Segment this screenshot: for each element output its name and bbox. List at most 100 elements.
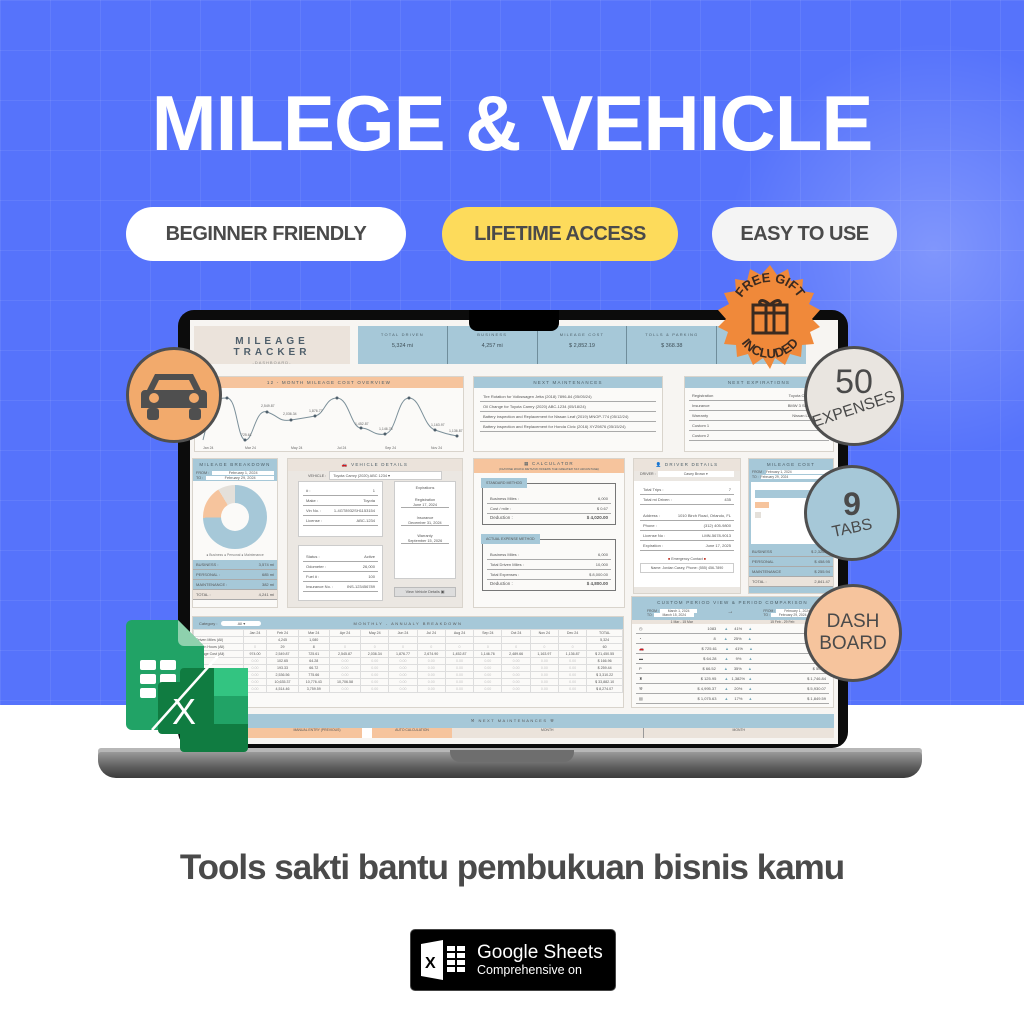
svg-text:X: X bbox=[172, 691, 196, 732]
column-header: Mar 24 bbox=[297, 629, 330, 637]
compare-from-b[interactable]: February 1, 2024 bbox=[776, 609, 819, 613]
driver-total-miles: Total mi Driven :435 bbox=[640, 495, 734, 505]
category-select[interactable]: All ▾ bbox=[221, 620, 262, 626]
comparison-title: CUSTOM PERIOD VIEW & PERIOD COMPARISON bbox=[632, 597, 833, 608]
svg-text:May 24: May 24 bbox=[291, 446, 303, 450]
car-icon bbox=[141, 374, 207, 420]
cost-overview-panel: 12 - MONTH MILEAGE COST OVERVIEW 2,549.8… bbox=[194, 376, 464, 452]
sheets-subtitle: Comprehensive on bbox=[477, 963, 582, 977]
next-expirations-title: NEXT EXPIRATIONS bbox=[685, 377, 833, 388]
bottom-maintenance-title: ⚒ NEXT MAINTENANCES ⚒ bbox=[192, 714, 834, 728]
breakdown-from-date[interactable]: February 1, 2024 bbox=[212, 471, 274, 475]
pill-beginner-friendly: BEGINNER FRIENDLY bbox=[126, 207, 406, 261]
column-header: Jun 24 bbox=[388, 629, 418, 637]
monthly-breakdown-panel: Category : All ▾ MONTHLY - ANNUALY BREAK… bbox=[192, 616, 624, 708]
compare-from-a[interactable]: March 1, 2024 bbox=[659, 609, 698, 613]
cost-to-date[interactable]: February 29, 2024 bbox=[760, 475, 830, 479]
svg-text:2,549.87: 2,549.87 bbox=[261, 404, 275, 408]
column-header: Sep 24 bbox=[473, 629, 503, 637]
column-header: Oct 24 bbox=[501, 629, 531, 637]
comparison-row: ⚒$ 4,995.37 ▲ 20% ▲ $ 5,930.07 bbox=[636, 684, 829, 694]
column-header: TOTAL bbox=[586, 629, 623, 637]
svg-text:Mar 24: Mar 24 bbox=[245, 446, 256, 450]
svg-text:1,876.77: 1,876.77 bbox=[309, 409, 323, 413]
period-comparison-panel: CUSTOM PERIOD VIEW & PERIOD COMPARISON F… bbox=[631, 596, 834, 708]
sheets-excel-logo: X bbox=[122, 620, 248, 752]
standard-method-box: STANDARD METHOD Business Miles :6,000 Co… bbox=[481, 478, 616, 525]
compare-to-a[interactable]: March 15, 2024 bbox=[654, 613, 695, 617]
svg-text:1,452.87: 1,452.87 bbox=[355, 422, 369, 426]
mileage-cost-title: MILEAGE COST bbox=[749, 459, 833, 470]
comparison-row: ▤$ 1,075.63 ▲ 17% ▲ $ 1,849.59 bbox=[636, 694, 829, 704]
driver-details-panel: 👤 DRIVER DETAILS DRIVER :Casey Brown ▾ T… bbox=[633, 458, 741, 594]
vehicle-select[interactable]: Toyota Camry (2020) ABC 1234 ▾ bbox=[329, 471, 442, 480]
spreadsheet-icon: X bbox=[421, 940, 465, 980]
svg-text:Nov 24: Nov 24 bbox=[431, 446, 442, 450]
pill-lifetime-access: LIFETIME ACCESS bbox=[442, 207, 678, 261]
calculator-panel: ▦ CALCULATOR(choose which method offers … bbox=[473, 458, 625, 608]
comparison-row: ◷1083 ▲ 41% ▲ 1827 bbox=[636, 624, 829, 634]
business-miles-input[interactable]: 6,000 bbox=[597, 496, 608, 501]
next-maintenance-panel: NEXT MAINTENANCES Tire Rotation for Volk… bbox=[473, 376, 663, 452]
cost-overview-title: 12 - MONTH MILEAGE COST OVERVIEW bbox=[195, 377, 463, 388]
hero-title: MILEGE & VEHICLE bbox=[151, 79, 874, 167]
svg-text:Sep 24: Sep 24 bbox=[385, 446, 396, 450]
svg-text:1,163.97: 1,163.97 bbox=[431, 423, 445, 427]
breakdown-row-total: TOTAL :4,241 mi bbox=[193, 590, 277, 600]
svg-text:X: X bbox=[425, 955, 436, 972]
brand-subtitle: -DASHBOARD- bbox=[252, 360, 292, 365]
brand-title: MILEAGE TRACKER bbox=[233, 336, 311, 358]
cost-from-date[interactable]: February 1, 2024 bbox=[765, 470, 830, 474]
breakdown-row-maintenance: MAINTENANCE :382 mi bbox=[193, 580, 277, 590]
cost-line-chart: 2,549.872,036.341,876.77725.611,452.871,… bbox=[202, 396, 463, 450]
laptop-notch bbox=[469, 310, 559, 331]
driver-total-trips: Total Trips :7 bbox=[640, 485, 734, 495]
column-header: Jul 24 bbox=[416, 629, 446, 637]
maintenance-item: Battery inspection and Replacement for N… bbox=[480, 412, 656, 422]
column-header: Nov 24 bbox=[529, 629, 559, 637]
comparison-row: ◔8 ▲ 25% ▲ 10 bbox=[636, 634, 829, 644]
maintenance-item: Tire Rotation for Volkswagen Jetta (2018… bbox=[480, 392, 656, 402]
maintenance-item: Battery inspection and Replacement for H… bbox=[480, 422, 656, 432]
donut-legend: ● Business ● Personal ● Maintenance bbox=[206, 553, 264, 557]
comparison-row: 🚗$ 725.61 ▲ 41% ▲ $ 1,023 bbox=[636, 644, 829, 654]
comparison-row: P$ 66.52 ▲ 35% ▲ $ 50.04 bbox=[636, 664, 829, 674]
comparison-row: ♜$ 125.95 ▲ 1,382% ▲ $ 1,746.84 bbox=[636, 674, 829, 684]
breakdown-row-personal: PERSONAL :685 mi bbox=[193, 570, 277, 580]
driver-select[interactable]: Casey Brown ▾ bbox=[657, 471, 734, 477]
car-badge bbox=[126, 347, 222, 443]
next-maintenance-title: NEXT MAINTENANCES bbox=[474, 377, 662, 388]
column-header: Feb 24 bbox=[266, 629, 299, 637]
dashboard-screen: MILEAGE TRACKER -DASHBOARD- TOTAL DRIVEN… bbox=[190, 320, 838, 744]
svg-text:Jul 24: Jul 24 bbox=[337, 446, 346, 450]
tabs-badge: 9 TABS bbox=[804, 465, 900, 561]
svg-text:1,136.87: 1,136.87 bbox=[449, 429, 463, 433]
emergency-contact-value: Name: Jordan Casey, Phone: (555) 456-789… bbox=[640, 563, 734, 573]
breakdown-to-date[interactable]: February 29, 2024 bbox=[206, 476, 274, 480]
actual-expense-method-box: ACTUAL EXPENSE METHOD Business Miles :6,… bbox=[481, 534, 616, 591]
svg-text:Jan 24: Jan 24 bbox=[203, 446, 214, 450]
expiration-row: Custom 2 bbox=[689, 431, 829, 441]
pill-easy-to-use: EASY TO USE bbox=[712, 207, 897, 261]
bottom-maintenance-header: MANUAL ENTRY (PREVIOUS) AUTO CALCULATION… bbox=[192, 728, 834, 738]
mileage-breakdown-panel: MILEAGE BREAKDOWN FROM :February 1, 2024… bbox=[192, 458, 278, 608]
column-header: May 24 bbox=[360, 629, 390, 637]
svg-text:1,146.76: 1,146.76 bbox=[379, 427, 393, 431]
tagline: Tools sakti bantu pembukuan bisnis kamu bbox=[179, 848, 845, 887]
breakdown-donut-chart bbox=[203, 485, 267, 549]
google-sheets-badge: X Google Sheets Comprehensive on bbox=[410, 929, 616, 991]
view-vehicle-details-button[interactable]: View Vehicle Details ▣ bbox=[394, 587, 456, 597]
compare-to-b[interactable]: February 29, 2024 bbox=[770, 613, 815, 617]
maintenance-item: Oil Change for Toyota Camry (2020) ABC-1… bbox=[480, 402, 656, 412]
kpi-tolls-parking: TOLLS & PARKING$ 368.38 bbox=[627, 326, 718, 364]
kpi-mileage-cost: MILEAGE COST$ 2,852.19 bbox=[538, 326, 628, 364]
